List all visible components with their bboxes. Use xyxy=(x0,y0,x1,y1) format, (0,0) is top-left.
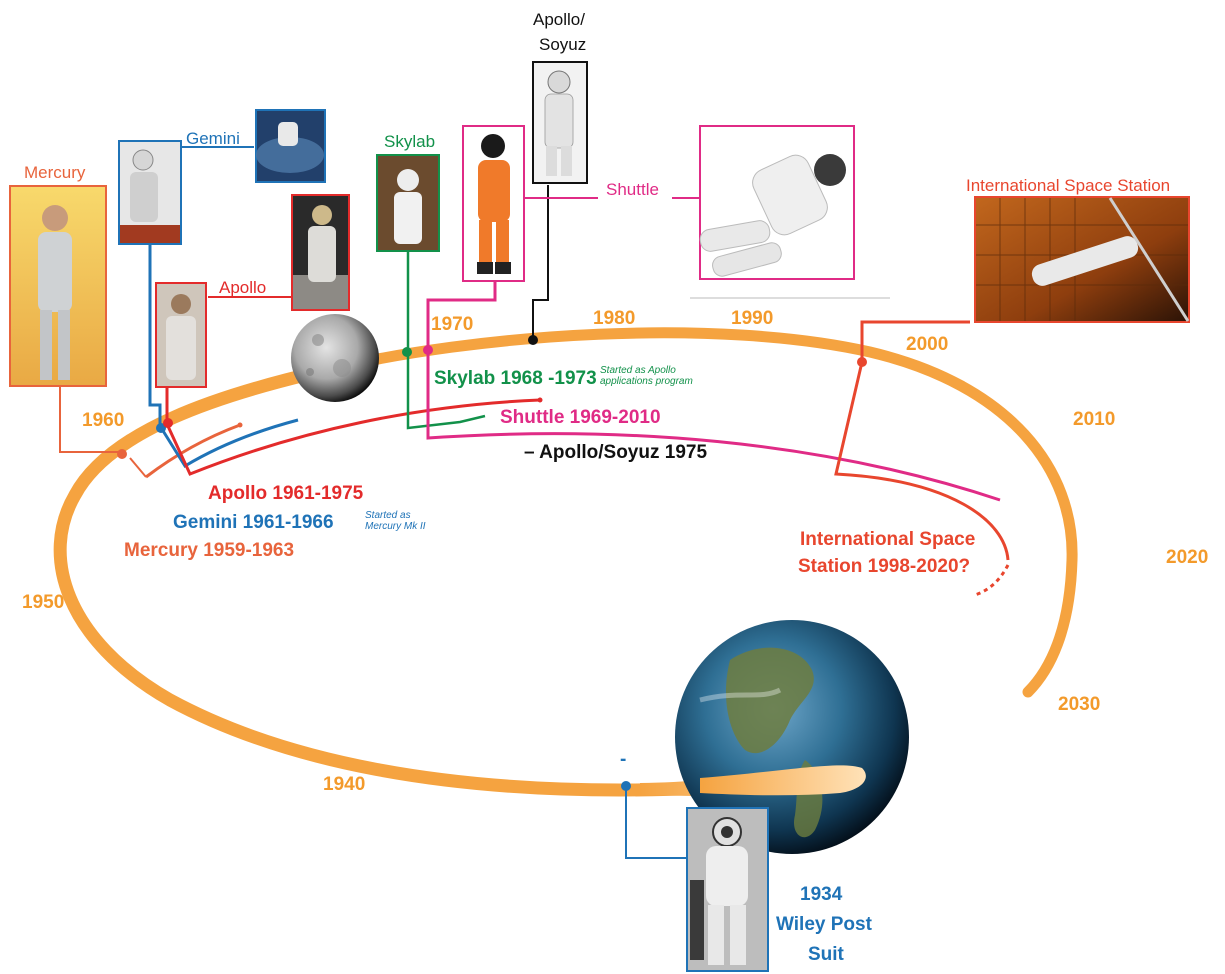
year-label: 1980 xyxy=(593,308,635,329)
shuttle-label: Shuttle xyxy=(606,180,659,199)
gemini-photo xyxy=(118,140,182,245)
skylab-note-line2: applications program xyxy=(600,376,693,387)
iss-range-line2: Station 1998-2020? xyxy=(798,556,970,577)
apollo-label: Apollo xyxy=(219,278,266,297)
gemini-note-line1: Started as xyxy=(365,510,411,521)
year-label: 2010 xyxy=(1073,409,1115,430)
mercury-photo xyxy=(9,185,107,387)
wiley-name: Wiley Post xyxy=(776,914,873,935)
year-label: 2030 xyxy=(1058,694,1100,715)
orbit-markers xyxy=(117,335,867,791)
earth-icon xyxy=(675,620,909,854)
skylab-label: Skylab xyxy=(384,132,435,151)
shuttle-eva-photo xyxy=(690,125,890,299)
iss-photo xyxy=(974,196,1190,323)
year-label: 1940 xyxy=(323,774,365,795)
moon-icon xyxy=(291,314,379,402)
apollo-range: Apollo 1961-1975 xyxy=(208,483,364,504)
apollo-soyuz-photo xyxy=(532,61,588,184)
gemini-note-line2: Mercury Mk II xyxy=(365,521,426,532)
iss-range-line1: International Space xyxy=(800,529,975,550)
apollo-soyuz-label-line1: Apollo/ xyxy=(533,10,585,29)
year-label: 1990 xyxy=(731,308,773,329)
shuttle-range: Shuttle 1969-2010 xyxy=(500,407,661,428)
iss-label: International Space Station xyxy=(966,176,1170,195)
wiley-post-photo xyxy=(686,807,769,972)
year-label: 2000 xyxy=(906,334,948,355)
skylab-photo xyxy=(376,154,440,252)
apollo-moonwalk-photo xyxy=(291,194,350,311)
year-label: 1950 xyxy=(22,592,64,613)
year-label: 1970 xyxy=(431,314,473,335)
year-label: 1960 xyxy=(82,410,124,431)
year-label: 2020 xyxy=(1166,547,1208,568)
shuttle-suit-photo xyxy=(462,125,525,282)
gemini-label: Gemini xyxy=(186,129,240,148)
apollo-soyuz-label-line2: Soyuz xyxy=(539,35,586,54)
skylab-note-line1: Started as Apollo xyxy=(600,365,676,376)
apollo-soyuz-range: – Apollo/Soyuz 1975 xyxy=(524,442,707,463)
gemini-range: Gemini 1961-1966 xyxy=(173,512,334,533)
orbit-tail xyxy=(700,765,866,796)
gemini-eva-photo xyxy=(255,109,326,183)
apollo-photo xyxy=(155,282,207,388)
skylab-range: Skylab 1968 -1973 xyxy=(434,368,597,389)
wiley-year: 1934 xyxy=(800,884,843,905)
wiley-suit: Suit xyxy=(808,944,845,965)
wiley-dash: - xyxy=(620,749,626,770)
mercury-label: Mercury xyxy=(24,163,86,182)
mercury-range: Mercury 1959-1963 xyxy=(124,540,294,561)
